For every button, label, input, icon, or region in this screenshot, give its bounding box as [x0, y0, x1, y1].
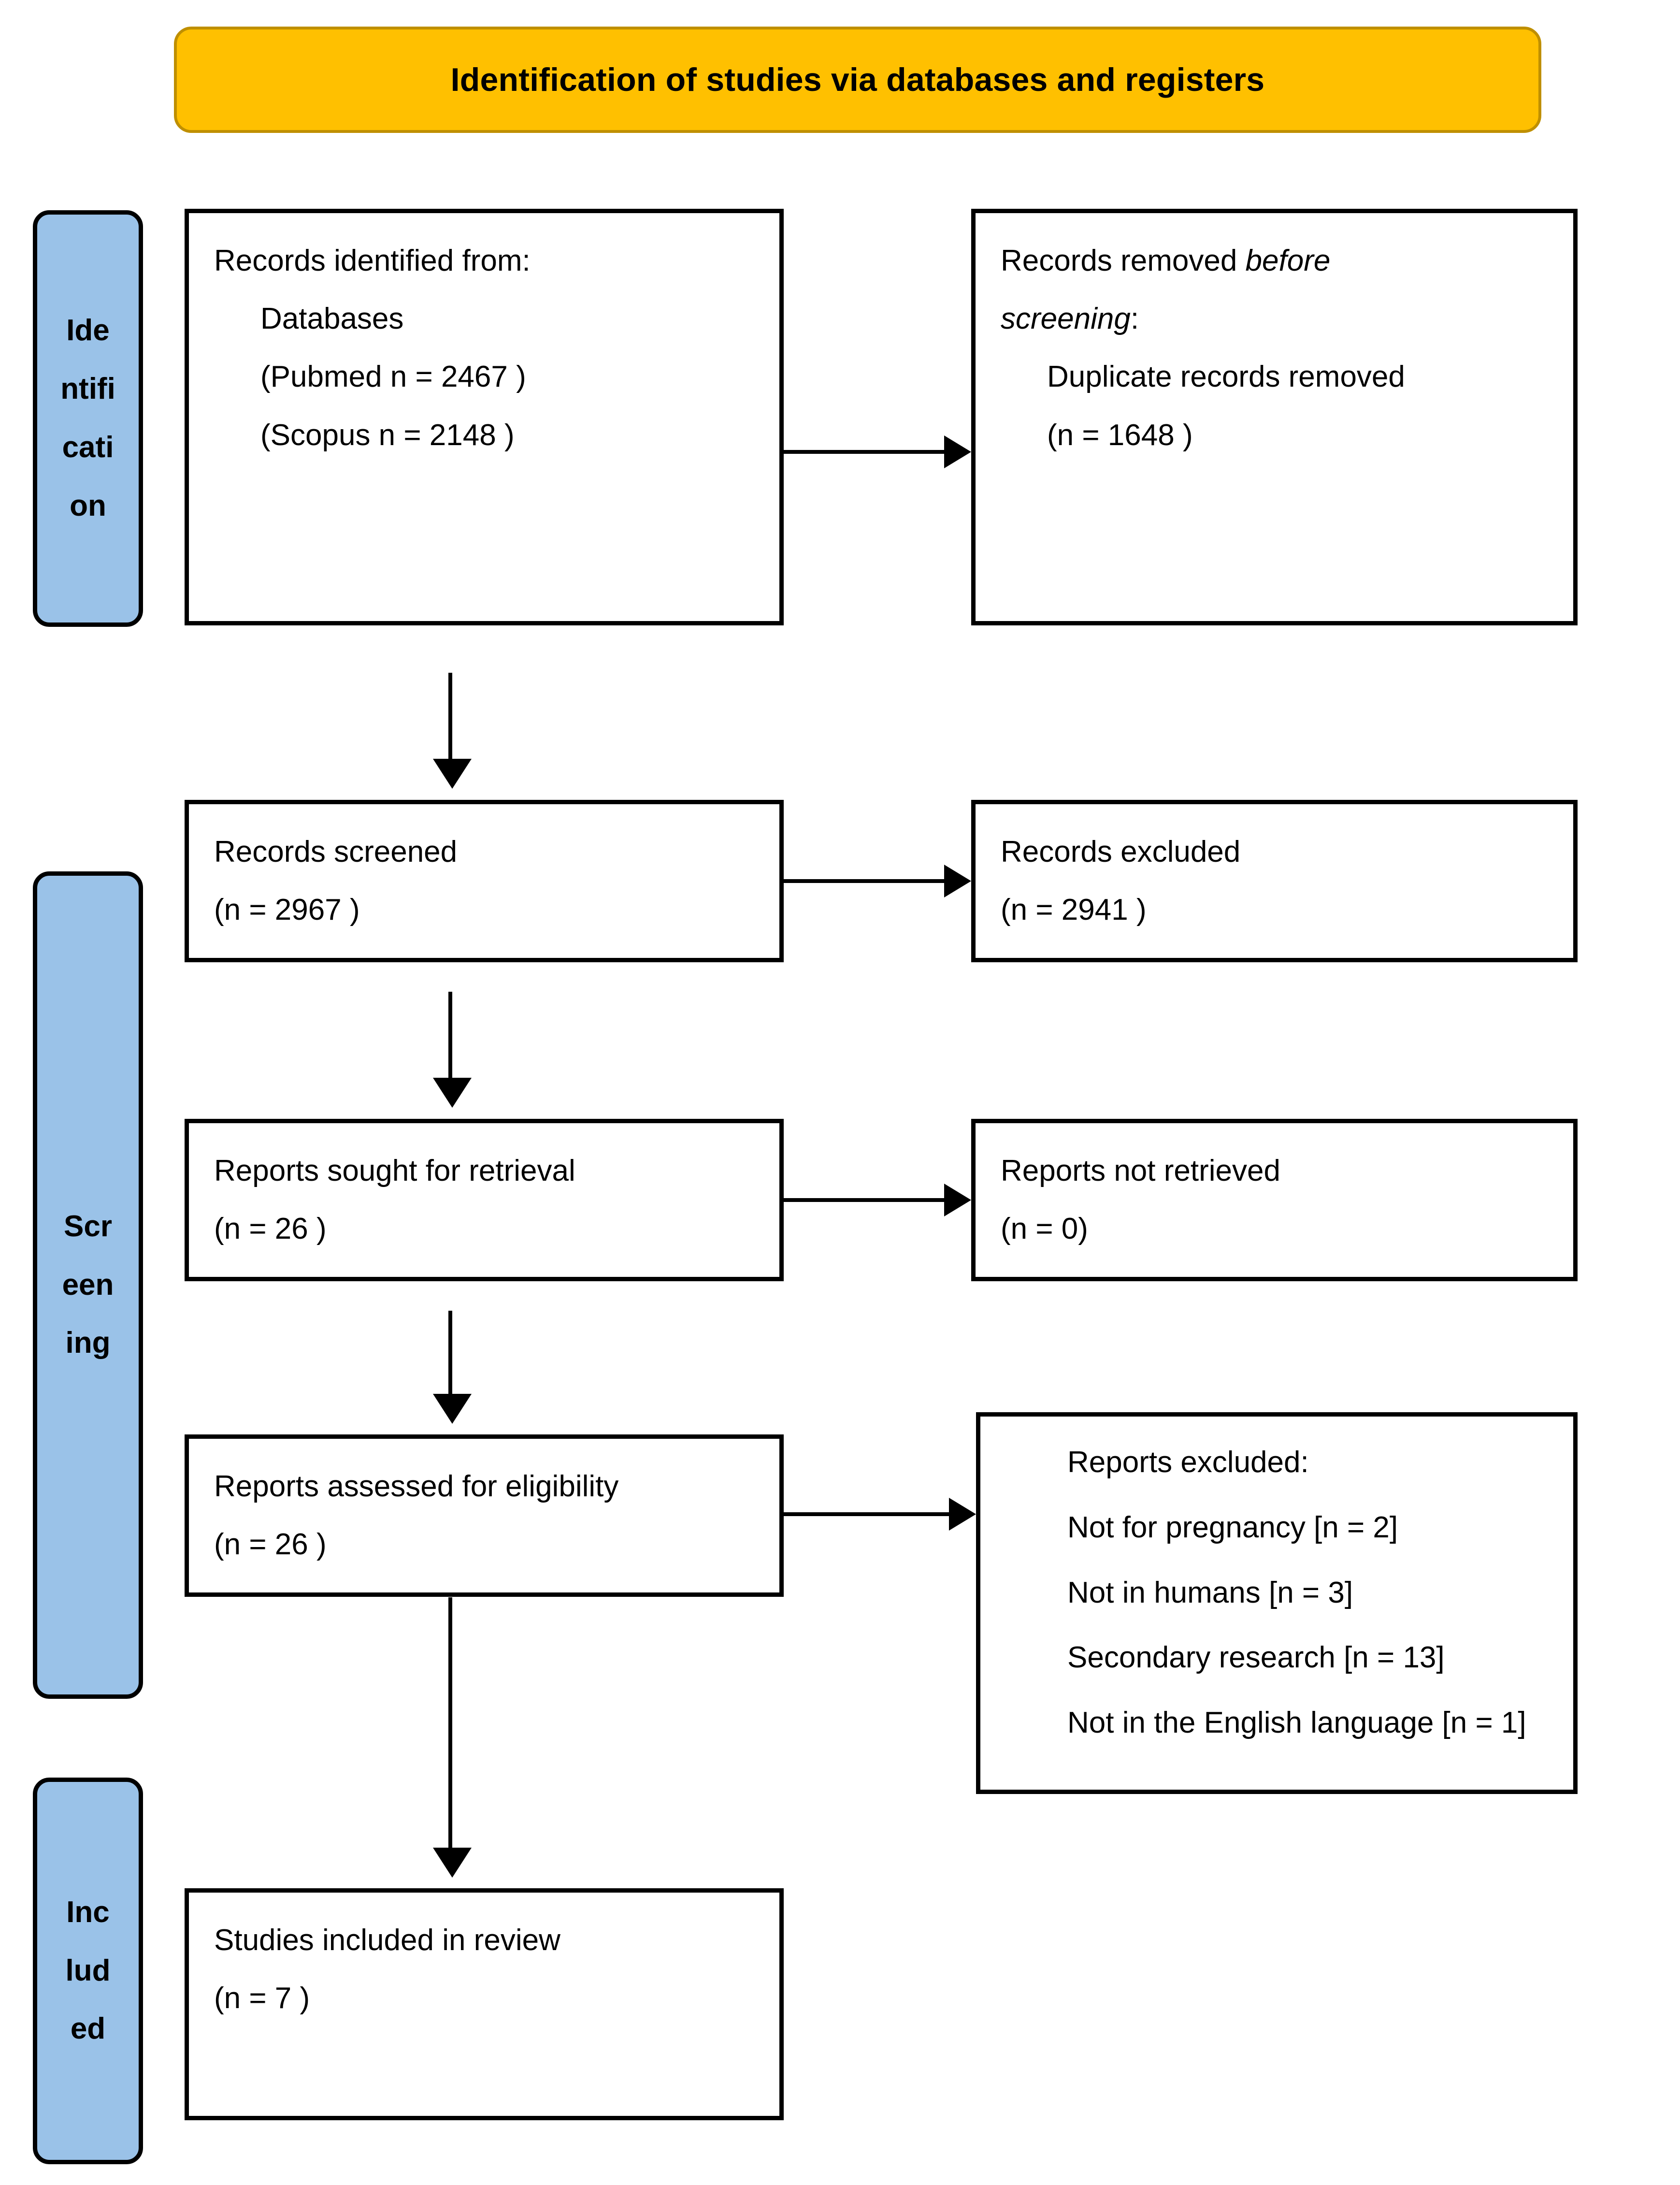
box-studies-included: Studies included in review (n = 7 ) [185, 1888, 784, 2120]
stage-label-line: cati [62, 431, 114, 464]
stage-label-line: ing [65, 1326, 111, 1360]
arrowhead-screened-to-sought [433, 1078, 472, 1108]
connector-eligibility-to-included [448, 1597, 452, 1848]
arrowhead-identified-to-removed [944, 435, 971, 468]
stage-label-included: Inc lud ed [33, 1778, 143, 2164]
records-removed-heading-italic: before [1245, 244, 1331, 277]
reports-excluded-reason: Not for pregnancy [n = 2] [1067, 1510, 1398, 1544]
records-identified-scopus: (Scopus n = 2148 ) [260, 418, 515, 452]
box-records-excluded: Records excluded (n = 2941 ) [971, 800, 1578, 962]
box-records-identified: Records identified from: Databases (Pubm… [185, 209, 784, 625]
reports-excluded-heading: Reports excluded: [1067, 1446, 1309, 1479]
reports-sought-label: Reports sought for retrieval [214, 1154, 575, 1187]
reports-not-retrieved-count: (n = 0) [1001, 1212, 1088, 1246]
arrowhead-eligibility-to-repexcluded [949, 1498, 976, 1531]
box-records-removed: Records removed before screening: Duplic… [971, 209, 1578, 625]
duplicate-records-removed: Duplicate records removed [1047, 360, 1405, 394]
stage-label-screening: Scr een ing [33, 871, 143, 1699]
connector-identified-to-removed [784, 450, 944, 454]
reports-assessed-label: Reports assessed for eligibility [214, 1470, 619, 1503]
connector-eligibility-to-repexcluded [784, 1512, 949, 1516]
diagram-title-banner: Identification of studies via databases … [174, 27, 1541, 133]
box-reports-assessed-eligibility: Reports assessed for eligibility (n = 26… [185, 1434, 784, 1597]
arrowhead-screened-to-excluded [944, 865, 971, 897]
records-identified-databases: Databases [260, 302, 404, 336]
stage-label-line: lud [65, 1953, 111, 1987]
reports-excluded-reason: Not in the English language [n = 1] [1067, 1706, 1526, 1740]
stage-label-identification: Ide ntifi cati on [33, 210, 143, 627]
box-reports-excluded-reasons: Reports excluded: Not for pregnancy [n =… [976, 1412, 1578, 1794]
stage-label-line: Ide [66, 314, 110, 347]
stage-label-line: Inc [66, 1895, 110, 1929]
records-excluded-label: Records excluded [1001, 835, 1241, 868]
reports-excluded-reason: Secondary research [n = 13] [1067, 1641, 1445, 1675]
arrowhead-sought-to-eligibility [433, 1394, 472, 1424]
diagram-title-text: Identification of studies via databases … [450, 61, 1265, 98]
connector-sought-to-eligibility [448, 1311, 452, 1394]
records-screened-label: Records screened [214, 835, 458, 868]
stage-label-line: Scr [64, 1209, 112, 1243]
studies-included-label: Studies included in review [214, 1924, 560, 1957]
records-removed-heading: Records removed before [1001, 238, 1548, 284]
records-excluded-count: (n = 2941 ) [1001, 893, 1147, 927]
arrowhead-sought-to-notretrieved [944, 1184, 971, 1216]
records-screened-count: (n = 2967 ) [214, 893, 360, 927]
records-removed-heading-text: Records removed [1001, 244, 1237, 277]
arrowhead-eligibility-to-included [433, 1848, 472, 1878]
records-identified-heading: Records identified from: [214, 244, 531, 277]
box-reports-sought: Reports sought for retrieval (n = 26 ) [185, 1119, 784, 1281]
studies-included-count: (n = 7 ) [214, 1982, 310, 2015]
records-removed-heading-second-line: screening: [1001, 296, 1548, 342]
connector-screened-to-excluded [784, 879, 944, 883]
records-identified-pubmed: (Pubmed n = 2467 ) [260, 360, 526, 394]
connector-identified-to-screened [448, 673, 452, 759]
reports-assessed-count: (n = 26 ) [214, 1528, 327, 1562]
records-removed-screening-italic: screening [1001, 302, 1131, 336]
stage-label-line: ntifi [60, 372, 115, 406]
records-removed-colon: : [1130, 302, 1139, 336]
stage-label-line: een [62, 1268, 114, 1302]
arrowhead-identified-to-screened [433, 759, 472, 789]
connector-screened-to-sought [448, 992, 452, 1078]
box-records-screened: Records screened (n = 2967 ) [185, 800, 784, 962]
reports-excluded-reason: Not in humans [n = 3] [1067, 1576, 1353, 1609]
reports-sought-count: (n = 26 ) [214, 1212, 327, 1246]
reports-not-retrieved-label: Reports not retrieved [1001, 1154, 1280, 1187]
stage-label-line: on [70, 489, 106, 522]
box-reports-not-retrieved: Reports not retrieved (n = 0) [971, 1119, 1578, 1281]
stage-label-line: ed [70, 2012, 106, 2046]
connector-sought-to-notretrieved [784, 1198, 944, 1202]
duplicate-records-count: (n = 1648 ) [1047, 418, 1193, 452]
